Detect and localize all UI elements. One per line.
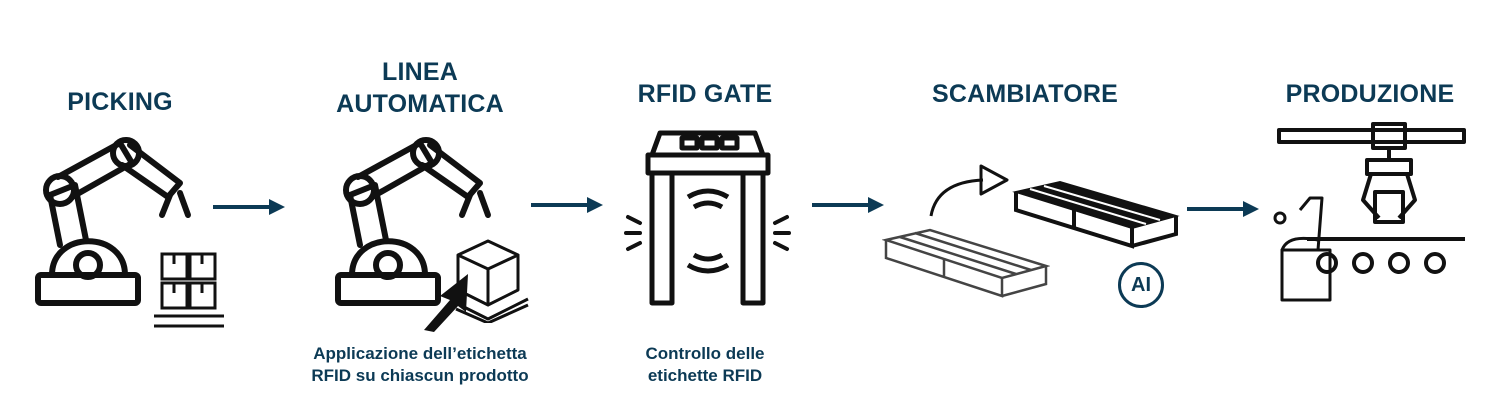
flow-arrow-2 — [531, 197, 603, 213]
flow-arrow-3 — [812, 197, 884, 213]
stage-title-linea-automatica: LINEA AUTOMATICA — [336, 58, 504, 118]
robot-arm-icon — [335, 137, 491, 306]
caption-linea-automatica: Applicazione dell’etichetta RFID su chia… — [311, 344, 529, 385]
stage-title-scambiatore: SCAMBIATORE — [931, 80, 1118, 108]
conveyor-icon — [1307, 237, 1465, 274]
stage-title-picking: PICKING — [67, 88, 173, 116]
pallet-icon — [882, 228, 1050, 298]
pallet-icon — [1012, 180, 1180, 249]
flow-arrow-1 — [213, 199, 285, 215]
stage-title-rfid-gate: RFID GATE — [637, 80, 773, 108]
gantry-robot-icon — [1277, 122, 1466, 224]
pointer-arrow-icon — [424, 274, 468, 332]
robot-arm-icon — [35, 137, 191, 306]
curved-arrow-icon — [929, 164, 1009, 217]
caption-rfid-gate: Controllo delle etichette RFID — [645, 344, 765, 385]
box-stack-icon — [154, 252, 224, 328]
ai-badge: AI — [1118, 262, 1164, 308]
worker-icon — [1273, 196, 1332, 302]
stage-title-produzione: PRODUZIONE — [1285, 80, 1455, 108]
rfid-gate-icon — [624, 130, 791, 306]
flow-arrow-4 — [1187, 201, 1259, 217]
box-on-pallet-icon — [455, 239, 529, 323]
